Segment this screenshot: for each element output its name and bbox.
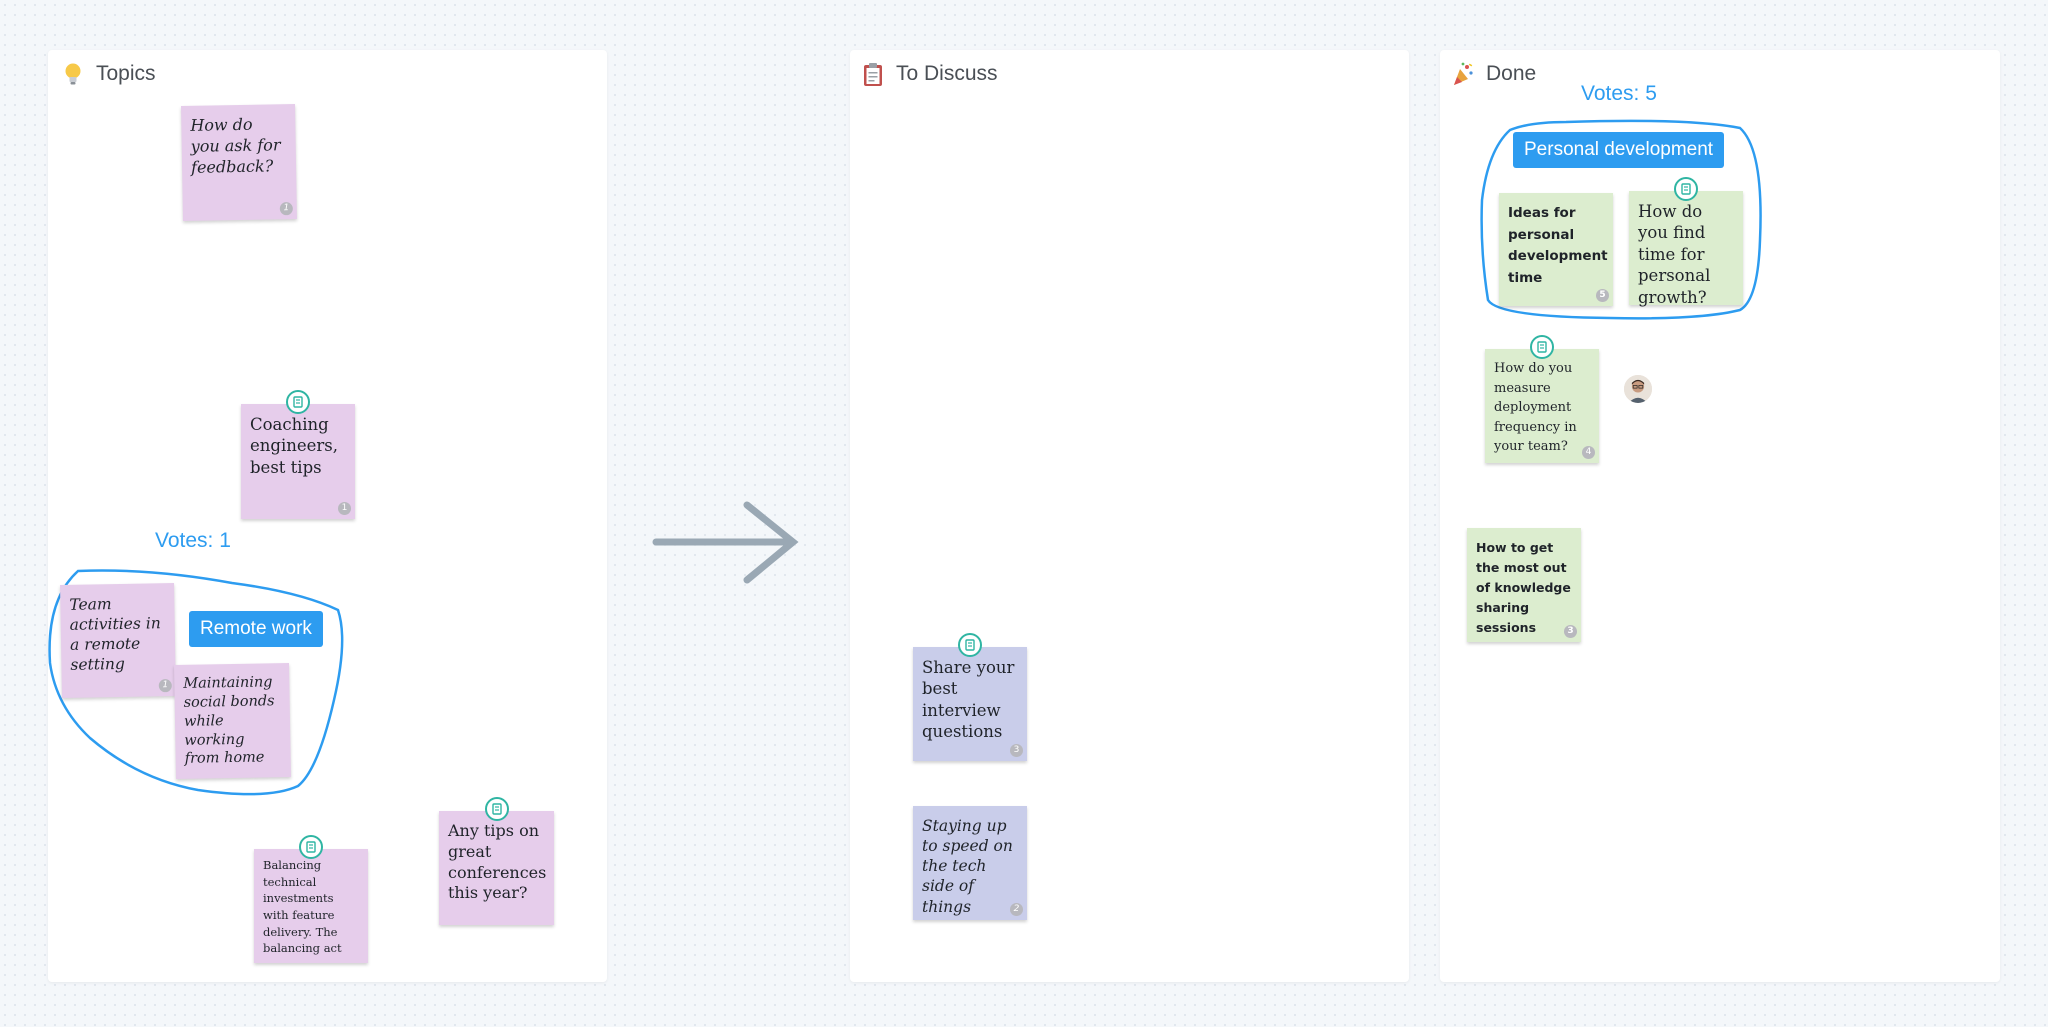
- group-tag-personal-development[interactable]: Personal development: [1513, 132, 1725, 168]
- collaborator-avatar[interactable]: [1622, 373, 1654, 405]
- personal-development-group-outline[interactable]: [1480, 119, 1762, 320]
- votes-label-remote-work: Votes: 1: [155, 529, 231, 552]
- sticky-note[interactable]: Balancing technical investments with fea…: [254, 835, 368, 963]
- frame-title-topics[interactable]: Topics: [62, 61, 156, 87]
- votes-label-personal-development: Votes: 5: [1581, 82, 1657, 105]
- sticky-note[interactable]: How do you ask for feedback? 1: [181, 104, 297, 221]
- sticky-note[interactable]: Ideas for personal development time 5: [1499, 193, 1613, 306]
- sticky-note[interactable]: Maintaining social bonds while working f…: [174, 663, 291, 779]
- group-tag-remote-work[interactable]: Remote work: [189, 611, 323, 647]
- vote-count-badge: 3: [1010, 744, 1023, 757]
- sticky-note[interactable]: How do you measure deployment frequency …: [1485, 335, 1599, 463]
- sticky-note[interactable]: Coaching engineers, best tips 1: [241, 390, 355, 519]
- vote-count-badge: 3: [1564, 625, 1577, 638]
- frame-title-label: To Discuss: [896, 62, 998, 85]
- vote-count-badge: 2: [1010, 903, 1023, 916]
- arrow-icon: [652, 501, 799, 584]
- attachment-icon[interactable]: [299, 835, 323, 859]
- clipboard-icon: [862, 61, 884, 87]
- sticky-note[interactable]: Staying up to speed on the tech side of …: [913, 806, 1027, 920]
- sticky-note[interactable]: How do you find time for personal growth…: [1629, 177, 1743, 307]
- attachment-icon[interactable]: [958, 633, 982, 657]
- attachment-icon[interactable]: [286, 390, 310, 414]
- frame-title-label: Done: [1486, 62, 1537, 85]
- attachment-icon[interactable]: [484, 797, 509, 821]
- vote-count-badge: 1: [158, 679, 172, 693]
- vote-count-badge: 5: [1596, 289, 1609, 302]
- sticky-note[interactable]: How to get the most out of knowledge sha…: [1467, 528, 1581, 642]
- sticky-note[interactable]: Any tips on great conferences this year?: [439, 797, 554, 925]
- sticky-note[interactable]: Share your best interview questions 3: [913, 633, 1027, 761]
- sticky-note[interactable]: Team activities in a remote setting 1: [60, 583, 176, 698]
- frame-title-label: Topics: [96, 62, 156, 85]
- vote-count-badge: 1: [338, 502, 351, 515]
- vote-count-badge: 1: [279, 202, 293, 216]
- frame-title-to-discuss[interactable]: To Discuss: [862, 61, 998, 87]
- vote-count-badge: 4: [1582, 446, 1595, 459]
- attachment-icon[interactable]: [1530, 335, 1554, 359]
- remote-work-group-outline[interactable]: [48, 569, 344, 796]
- attachment-icon[interactable]: [1674, 177, 1698, 201]
- lightbulb-icon: [62, 61, 84, 87]
- party-popper-icon: [1452, 61, 1474, 87]
- frame-title-done[interactable]: Done: [1452, 61, 1536, 87]
